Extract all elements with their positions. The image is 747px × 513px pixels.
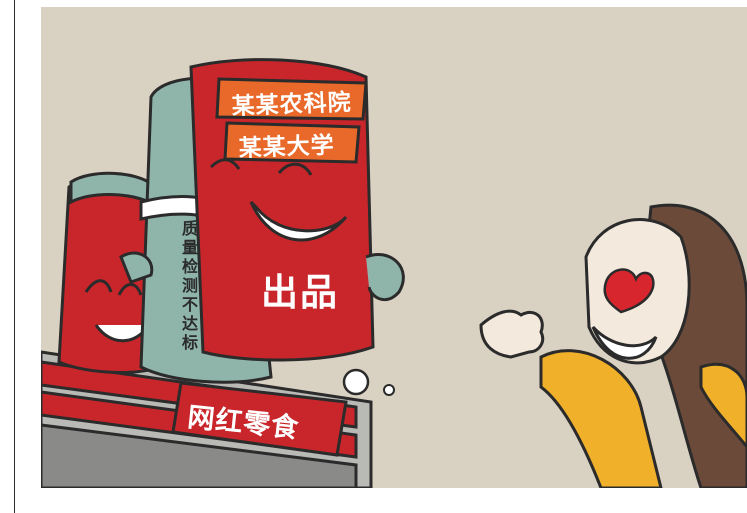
left-frame-line (14, 0, 15, 513)
small-red-package (57, 171, 163, 374)
cartoon-illustration (41, 58, 747, 488)
cartoon-panel: 某某农科院 某某大学 出品 网红零食 质量检测不达标 (41, 7, 747, 488)
inspection-text: 质量检测不达标 (181, 219, 198, 352)
tag-middle-shape (223, 121, 361, 164)
shelf-sign-shape (171, 381, 348, 457)
girl-character (479, 203, 747, 488)
tag-middle-text: 某某大学 (238, 132, 336, 162)
package-main-text: 出品 (261, 271, 339, 314)
tag-top-text: 某某农科院 (231, 89, 353, 120)
tag-top-shape (215, 77, 368, 121)
